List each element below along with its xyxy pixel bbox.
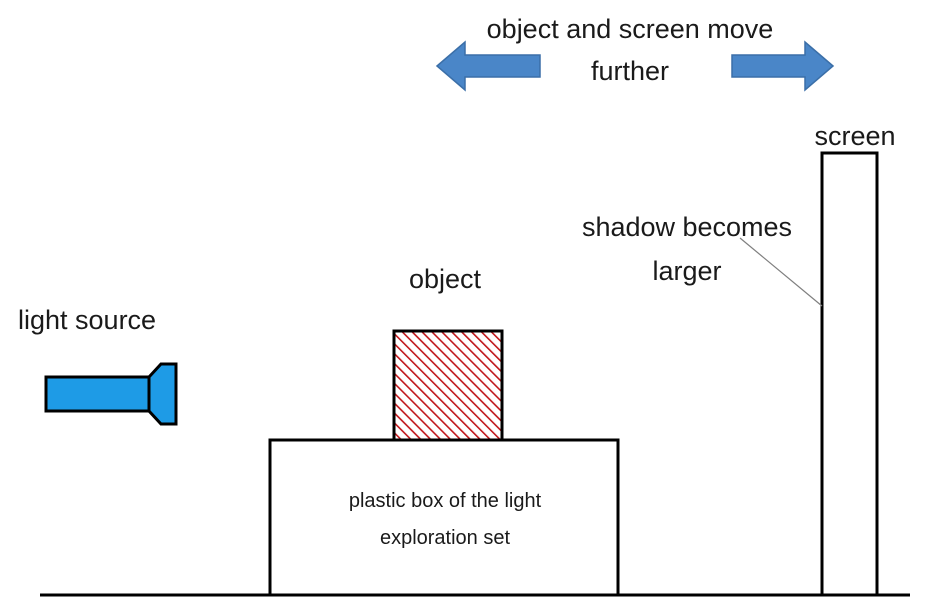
shadow-pointer-line	[739, 237, 823, 307]
header-text-line1: object and screen move	[486, 14, 774, 44]
screen-panel	[820, 151, 879, 597]
screen-label: screen	[814, 121, 896, 151]
flashlight-icon	[44, 362, 178, 426]
object-label: object	[408, 264, 482, 294]
light-source-label: light source	[18, 305, 157, 335]
shadow-label-line1: shadow becomes	[581, 212, 793, 242]
object-block	[392, 329, 504, 442]
plastic-box	[268, 438, 620, 597]
arrow-right-icon	[731, 40, 835, 92]
arrow-left-icon	[435, 40, 541, 92]
shadow-label-line2: larger	[652, 256, 722, 286]
box-label-line2: exploration set	[379, 527, 511, 549]
header-text-line2: further	[590, 56, 670, 86]
box-label-line1: plastic box of the light	[348, 490, 542, 512]
